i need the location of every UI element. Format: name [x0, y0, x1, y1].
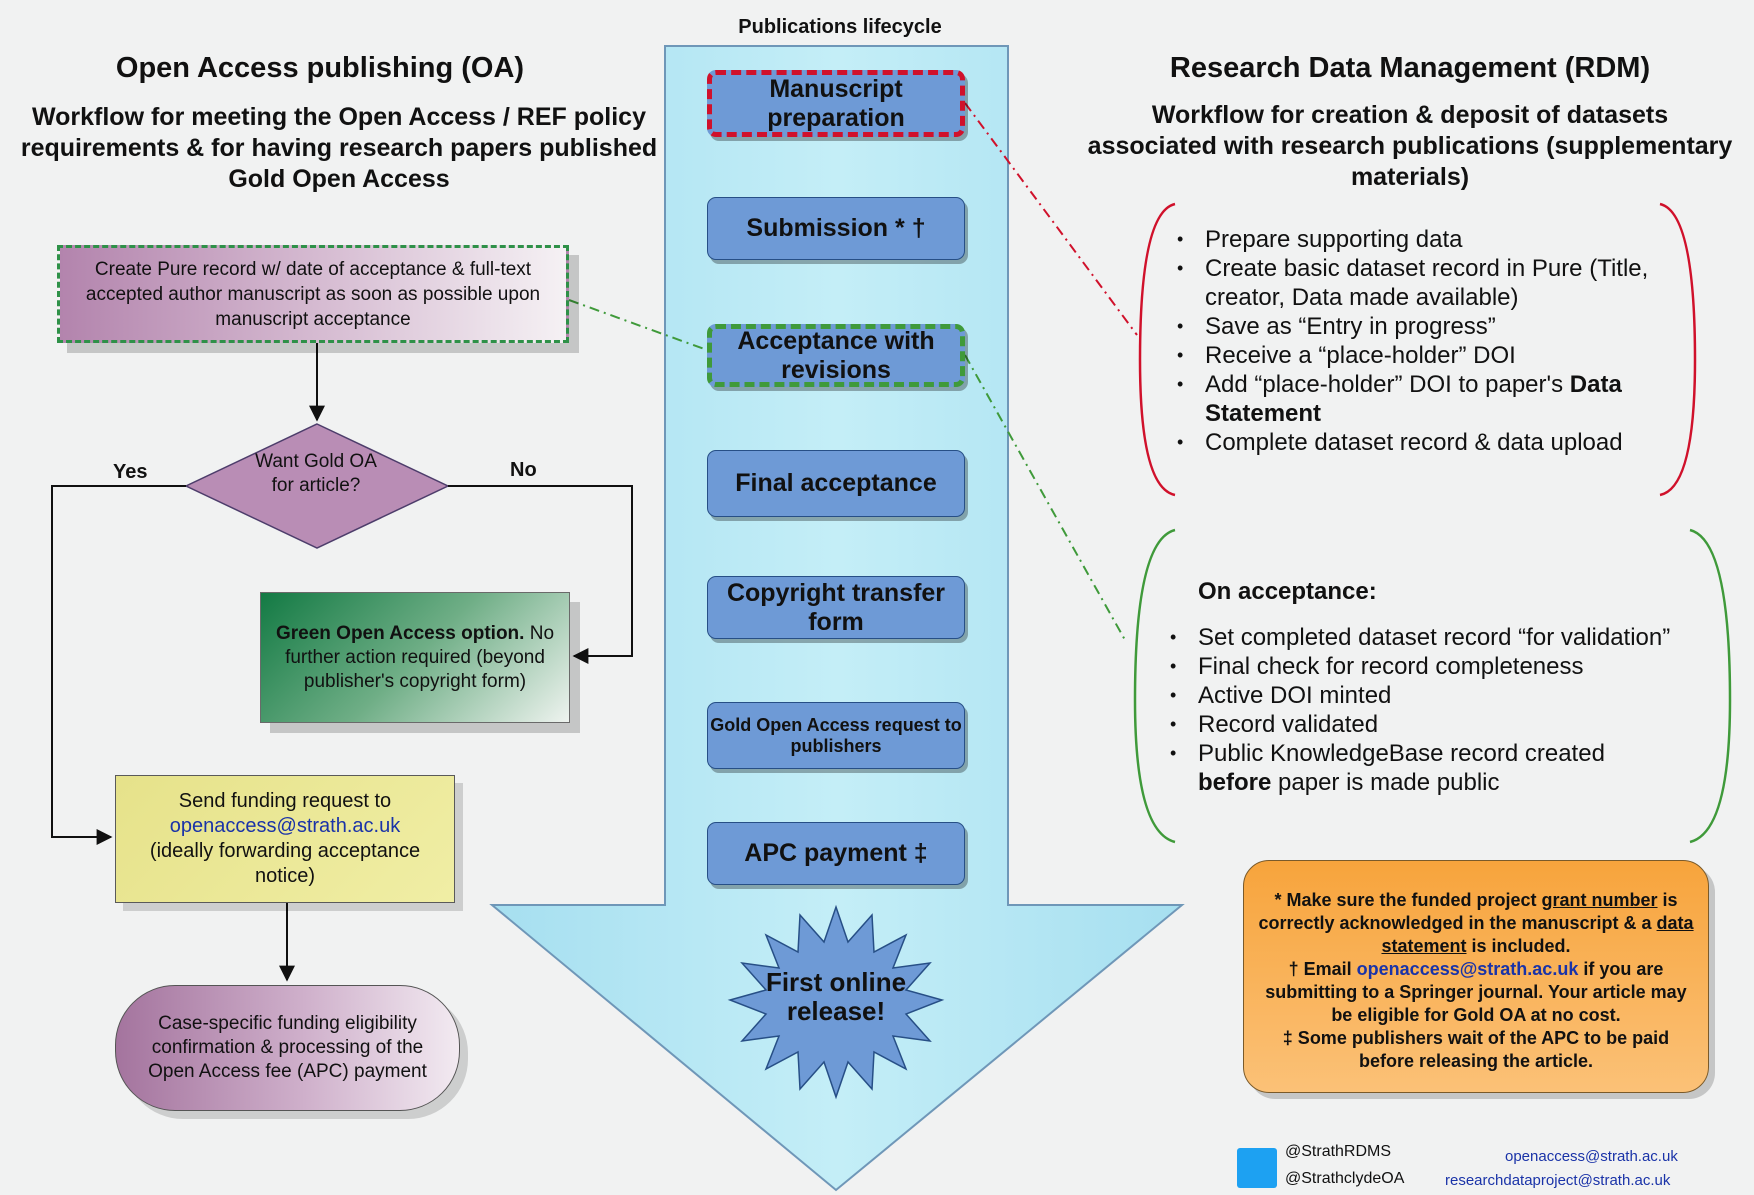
green-oa-text: No further action required (beyond publi…	[285, 622, 555, 692]
list-item: Final check for record completeness	[1158, 652, 1718, 681]
stage-final-acceptance: Final acceptance	[707, 450, 965, 517]
green-oa-box: Green Open Access option. No further act…	[260, 592, 570, 723]
list-item: Complete dataset record & data upload	[1165, 428, 1705, 457]
rdm-acceptance-list: Set completed dataset record “for valida…	[1158, 623, 1718, 797]
list-item: Active DOI minted	[1158, 681, 1718, 710]
funding-request-box: Send funding request to openaccess@strat…	[115, 775, 455, 903]
decision-diamond	[184, 423, 450, 549]
list-item: Create basic dataset record in Pure (Tit…	[1165, 254, 1705, 312]
footer-email-rdm[interactable]: researchdataproject@strath.ac.uk	[1445, 1172, 1671, 1189]
stage-submission: Submission * †	[707, 197, 965, 260]
stage-apc-payment: APC payment ‡	[707, 822, 965, 885]
footer-email-oa[interactable]: openaccess@strath.ac.uk	[1505, 1148, 1678, 1165]
list-item: Record validated	[1158, 710, 1718, 739]
footnote-springer: † Email openaccess@strath.ac.uk if you a…	[1265, 959, 1687, 1025]
create-pure-record-box: Create Pure record w/ date of acceptance…	[57, 245, 569, 343]
funding-request-note: (ideally forwarding acceptance notice)	[149, 840, 421, 887]
green-oa-bold: Green Open Access option.	[275, 622, 525, 644]
list-item: Add “place-holder” DOI to paper's Data S…	[1165, 370, 1705, 428]
no-label: No	[510, 459, 537, 481]
stage-acceptance-with-revisions: Acceptance with revisions	[707, 324, 965, 387]
acceptance-heading: On acceptance:	[1198, 578, 1377, 605]
footnote-apc: ‡ Some publishers wait of the APC to be …	[1282, 1028, 1670, 1071]
oa-subtitle: Workflow for meeting the Open Access / R…	[20, 103, 658, 193]
rdm-subtitle: Workflow for creation & deposit of datas…	[1087, 101, 1733, 191]
case-specific-box: Case-specific funding eligibility confir…	[115, 985, 460, 1111]
twitter-icon	[1237, 1148, 1277, 1188]
release-burst	[727, 904, 945, 1100]
case-specific-text: Case-specific funding eligibility confir…	[148, 1013, 427, 1082]
lifecycle-title: Publications lifecycle	[738, 16, 942, 38]
stage-manuscript-preparation: Manuscript preparation	[707, 70, 965, 137]
rdm-preparation-list: Prepare supporting data Create basic dat…	[1165, 225, 1705, 457]
twitter-handle-oa[interactable]: @StrathclydeOA	[1285, 1170, 1405, 1187]
create-pure-record-text: Create Pure record w/ date of acceptance…	[85, 258, 541, 330]
twitter-handle-rdms[interactable]: @StrathRDMS	[1285, 1143, 1392, 1160]
rdm-title: Research Data Management (RDM)	[1169, 52, 1651, 84]
yes-label: Yes	[113, 461, 148, 483]
springer-email-link[interactable]: openaccess@strath.ac.uk	[1356, 959, 1579, 979]
list-item: Public KnowledgeBase record created befo…	[1158, 739, 1718, 797]
list-item: Save as “Entry in progress”	[1165, 312, 1705, 341]
oa-title: Open Access publishing (OA)	[115, 52, 525, 84]
footnote-grant: * Make sure the funded project grant num…	[1258, 890, 1694, 956]
funding-email-link[interactable]: openaccess@strath.ac.uk	[169, 815, 401, 837]
footnotes-box: * Make sure the funded project grant num…	[1243, 860, 1709, 1093]
release-text: First online release!	[765, 967, 907, 1026]
decision-text: Want Gold OA for article?	[255, 451, 377, 496]
funding-request-text: Send funding request to	[178, 790, 392, 812]
list-item: Prepare supporting data	[1165, 225, 1705, 254]
list-item: Set completed dataset record “for valida…	[1158, 623, 1718, 652]
list-item: Receive a “place-holder” DOI	[1165, 341, 1705, 370]
stage-copyright-transfer: Copyright transfer form	[707, 576, 965, 639]
stage-gold-oa-request: Gold Open Access request to publishers	[707, 702, 965, 769]
